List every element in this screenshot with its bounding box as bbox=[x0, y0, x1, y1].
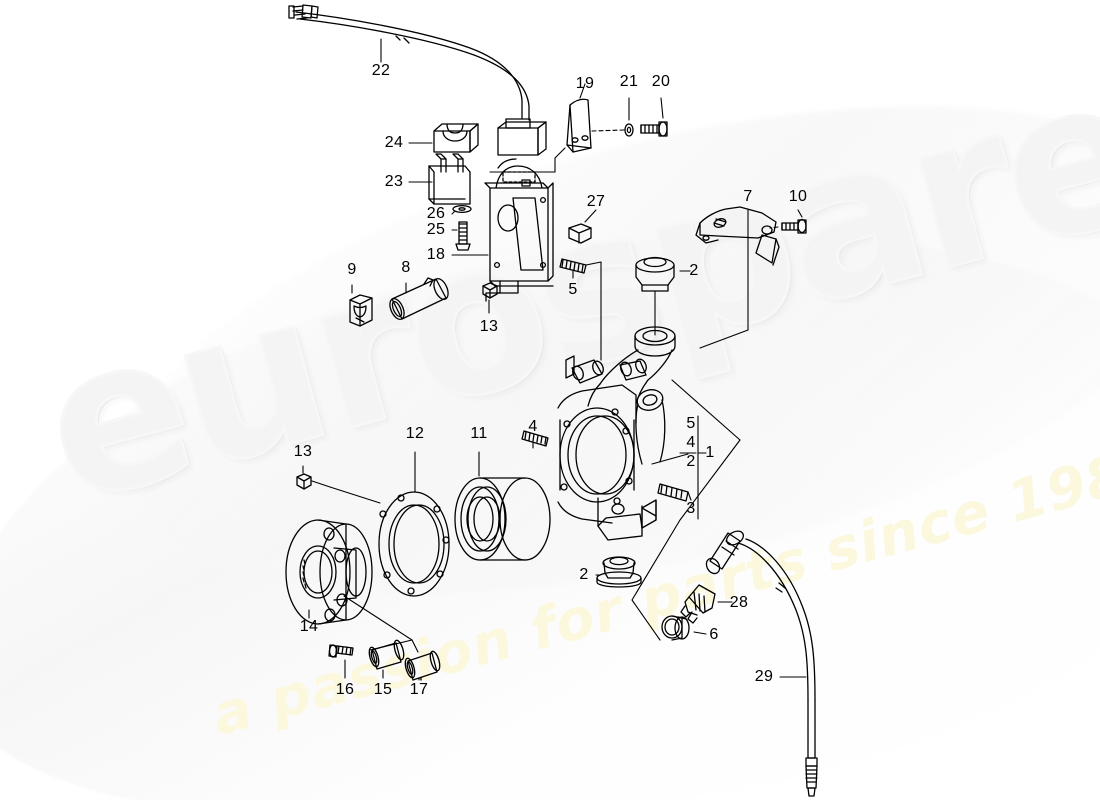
callout-label-26: 26 bbox=[426, 205, 446, 222]
callout-label-9: 9 bbox=[347, 261, 357, 278]
callout-label-29: 29 bbox=[754, 668, 774, 685]
part-11-wheel-bearing bbox=[454, 451, 551, 561]
part-14-wheel-hub bbox=[285, 519, 419, 653]
callout-label-5-upper: 5 bbox=[568, 281, 578, 298]
part-5-stud-upper bbox=[559, 258, 602, 361]
callout-label-19: 19 bbox=[575, 75, 595, 92]
callout-label-2-group: 2 bbox=[686, 453, 696, 470]
callout-label-22: 22 bbox=[371, 62, 391, 79]
part-19-shield-plate bbox=[489, 83, 592, 173]
callout-label-25: 25 bbox=[426, 221, 446, 238]
callout-label-12: 12 bbox=[405, 425, 425, 442]
callout-label-3: 3 bbox=[686, 500, 696, 517]
callout-label-17: 17 bbox=[409, 681, 429, 698]
part-16-hex-bolt bbox=[328, 644, 354, 679]
part-15-dowel-sleeve bbox=[368, 639, 405, 679]
part-20-hex-bolt bbox=[640, 97, 668, 137]
callout-label-11: 11 bbox=[470, 425, 488, 442]
callout-group-bracket bbox=[679, 415, 707, 520]
callout-label-14: 14 bbox=[299, 618, 319, 635]
callout-label-15: 15 bbox=[373, 681, 393, 698]
part-1-steering-knuckle bbox=[557, 326, 741, 641]
part-2-boot-upper bbox=[635, 256, 691, 336]
callout-label-6: 6 bbox=[709, 626, 719, 643]
callout-label-28: 28 bbox=[729, 594, 749, 611]
callout-label-20: 20 bbox=[651, 73, 671, 90]
callout-label-8: 8 bbox=[401, 259, 411, 276]
part-10-hex-bolt bbox=[769, 209, 807, 234]
callout-label-2-upper: 2 bbox=[689, 262, 699, 279]
callout-label-5-group: 5 bbox=[686, 415, 696, 432]
callout-label-13-upper: 13 bbox=[479, 318, 499, 335]
part-8-bush-sleeve bbox=[389, 277, 449, 320]
part-3-stud bbox=[657, 483, 692, 502]
part-6-bush-sleeve bbox=[661, 615, 707, 641]
callout-label-2-lower: 2 bbox=[579, 566, 589, 583]
part-4-stud bbox=[521, 430, 549, 449]
callout-label-18: 18 bbox=[426, 246, 446, 263]
callout-label-1: 1 bbox=[705, 444, 715, 461]
part-18-caliper-bracket bbox=[451, 158, 554, 302]
callout-label-10: 10 bbox=[788, 188, 808, 205]
part-25-bolt bbox=[451, 221, 471, 251]
part-27-lock-nut bbox=[568, 209, 597, 244]
part-2-boot-lower bbox=[595, 556, 642, 588]
callout-label-23: 23 bbox=[384, 173, 404, 190]
part-12-retaining-flange bbox=[378, 451, 450, 597]
callout-label-13-lower: 13 bbox=[293, 443, 313, 460]
part-13-lock-nut-lower bbox=[296, 465, 381, 504]
part-13-lock-nut-upper bbox=[482, 282, 498, 314]
callout-label-4: 4 bbox=[528, 418, 538, 435]
part-22-sensor-cable bbox=[288, 4, 547, 156]
callout-label-7: 7 bbox=[743, 188, 753, 205]
callout-label-4-group: 4 bbox=[686, 434, 696, 451]
part-29-brake-hose bbox=[705, 530, 818, 797]
part-9-retaining-clip bbox=[349, 284, 373, 327]
callout-label-16: 16 bbox=[335, 681, 355, 698]
part-21-washer bbox=[591, 97, 634, 137]
part-26-washer bbox=[451, 204, 472, 215]
part-24-clamp-upper bbox=[408, 123, 479, 153]
callout-label-21: 21 bbox=[619, 73, 639, 90]
part-17-dowel-sleeve bbox=[404, 650, 441, 681]
part-23-clamp-lower bbox=[408, 153, 471, 205]
callout-label-27: 27 bbox=[586, 193, 606, 210]
part-28-hose-clip bbox=[680, 584, 733, 624]
callout-label-24: 24 bbox=[384, 134, 404, 151]
part-7-steering-arm bbox=[695, 206, 780, 349]
